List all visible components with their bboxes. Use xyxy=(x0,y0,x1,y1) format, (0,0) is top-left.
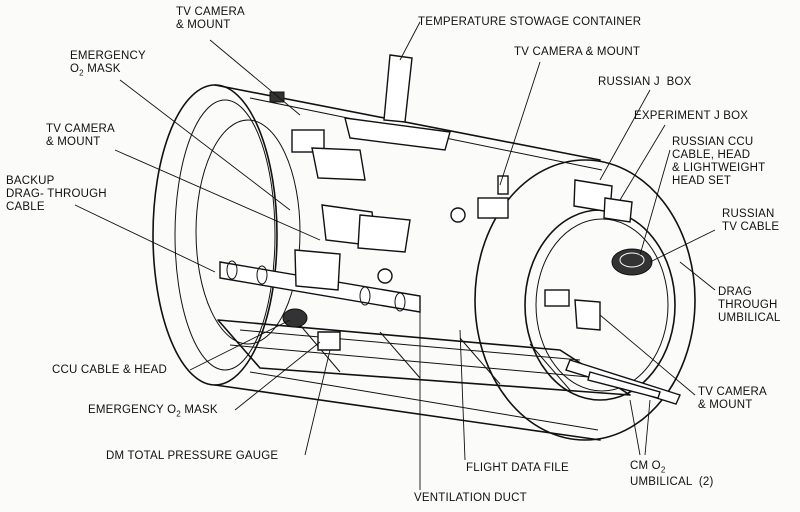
label-drag-through-umbilical: DRAG THROUGH UMBILICAL xyxy=(718,286,781,324)
tv-camera-top xyxy=(269,91,366,181)
experiment-j-box xyxy=(603,197,633,223)
label-text: EMERGENCY O xyxy=(70,50,146,75)
label-tv-camera-mount-right: TV CAMERA & MOUNT xyxy=(514,46,641,58)
label-emergency-o2-mask-top: EMERGENCY O2 MASK xyxy=(70,50,146,79)
label-subscript: 2 xyxy=(660,465,666,475)
label-emergency-o2-mask-bottom: EMERGENCY O2 MASK xyxy=(88,404,218,420)
tv-camera-right xyxy=(450,175,509,223)
label-text: CM O xyxy=(630,460,661,472)
label-tv-camera-mount-bottom: TV CAMERA & MOUNT xyxy=(698,386,767,411)
rear-end-ring xyxy=(152,84,301,386)
temperature-stowage-container xyxy=(344,54,451,151)
label-text-tail: MASK xyxy=(180,404,218,416)
label-subscript: 2 xyxy=(176,409,181,419)
tv-camera-left xyxy=(294,204,411,291)
label-text-tail: UMBILICAL (2) xyxy=(630,476,714,489)
floor-panels xyxy=(217,319,631,396)
label-flight-data-file: FLIGHT DATA FILE xyxy=(466,462,569,474)
russian-ccu-headset xyxy=(611,248,653,276)
label-subscript: 2 xyxy=(79,68,84,78)
tv-camera-bottom xyxy=(544,289,601,331)
label-experiment-j-box: EXPERIMENT J BOX xyxy=(634,110,749,122)
label-russian-j-box: RUSSIAN J BOX xyxy=(598,76,692,88)
label-backup-drag-through-cable: BACKUP DRAG- THROUGH CABLE xyxy=(6,175,107,213)
leader-lines xyxy=(74,21,716,490)
cm-o2-umbilicals xyxy=(565,359,681,405)
label-tv-camera-mount-left: TV CAMERA & MOUNT xyxy=(46,123,115,148)
label-temperature-stowage-container: TEMPERATURE STOWAGE CONTAINER xyxy=(418,16,642,28)
label-ventilation-duct: VENTILATION DUCT xyxy=(414,492,527,504)
label-dm-total-pressure-gauge: DM TOTAL PRESSURE GAUGE xyxy=(106,450,279,462)
label-russian-tv-cable: RUSSIAN TV CABLE xyxy=(722,208,780,233)
label-text-tail: MASK xyxy=(83,63,121,75)
label-ccu-cable-head: CCU CABLE & HEAD xyxy=(52,364,168,376)
label-text: EMERGENCY O xyxy=(88,404,177,416)
label-tv-camera-mount-top: TV CAMERA & MOUNT xyxy=(176,6,245,31)
label-russian-ccu-cable: RUSSIAN CCU CABLE, HEAD & LIGHTWEIGHT HE… xyxy=(672,136,766,187)
